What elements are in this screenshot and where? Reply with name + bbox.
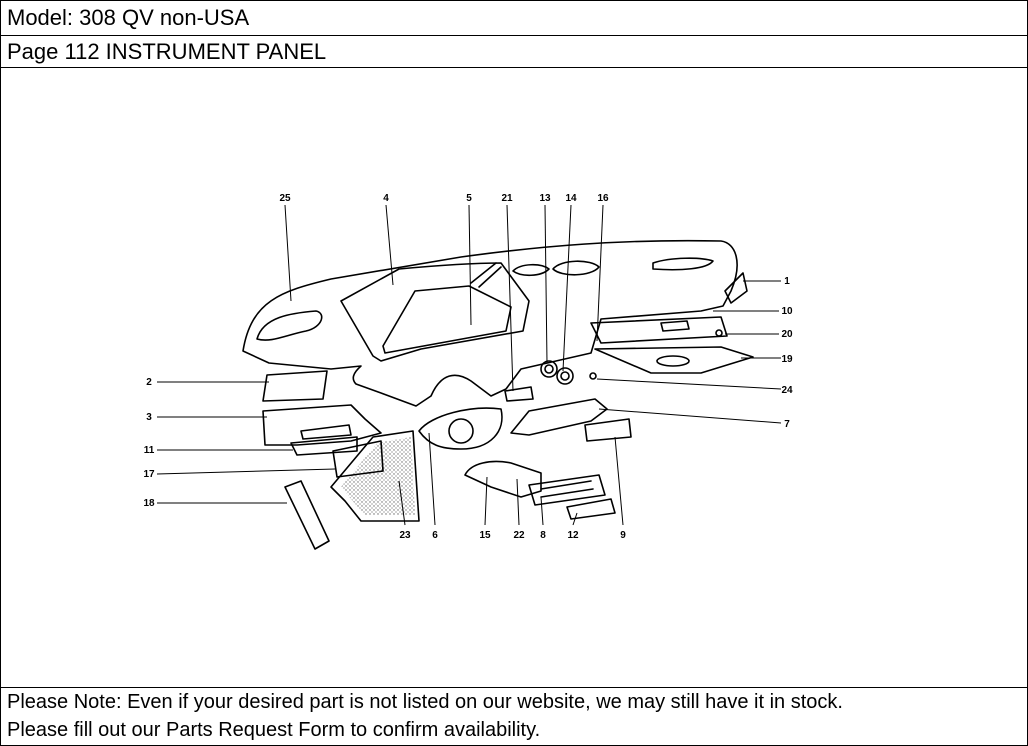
part-label-17: 17 [143,469,155,480]
part-label-22: 22 [513,530,525,541]
part-label-21: 21 [501,193,513,204]
part-label-20: 20 [781,329,793,340]
part-label-3: 3 [146,412,152,423]
page-title: Page 112 INSTRUMENT PANEL [1,36,1027,68]
model-title: Model: 308 QV non-USA [1,1,1027,36]
part-label-9: 9 [620,530,626,541]
part-label-23: 23 [399,530,411,541]
part-label-18: 18 [143,498,155,509]
part-label-8: 8 [540,530,546,541]
part-label-19: 19 [781,354,793,365]
instrument-panel-diagram: 2545211314161102019247231117182361522812… [143,193,793,550]
part-label-2: 2 [146,377,152,388]
part-label-16: 16 [597,193,609,204]
part-label-14: 14 [565,193,577,204]
part-label-4: 4 [383,193,389,204]
stock-note-line-2: Please fill out our Parts Request Form t… [7,719,541,741]
part-label-12: 12 [567,530,579,541]
part-label-13: 13 [539,193,551,204]
part-label-5: 5 [466,193,472,204]
part-label-6: 6 [432,530,438,541]
dashboard-outline [242,239,738,407]
part-label-11: 11 [144,445,155,456]
part-label-10: 10 [781,306,793,317]
part-label-24: 24 [781,385,793,396]
part-label-7: 7 [784,419,790,430]
part-label-15: 15 [479,530,491,541]
stock-note-line-1: Please Note: Even if your desired part i… [7,691,843,713]
part-label-25: 25 [279,193,291,204]
part-label-1: 1 [784,276,790,287]
stock-note: Please Note: Even if your desired part i… [7,688,843,744]
